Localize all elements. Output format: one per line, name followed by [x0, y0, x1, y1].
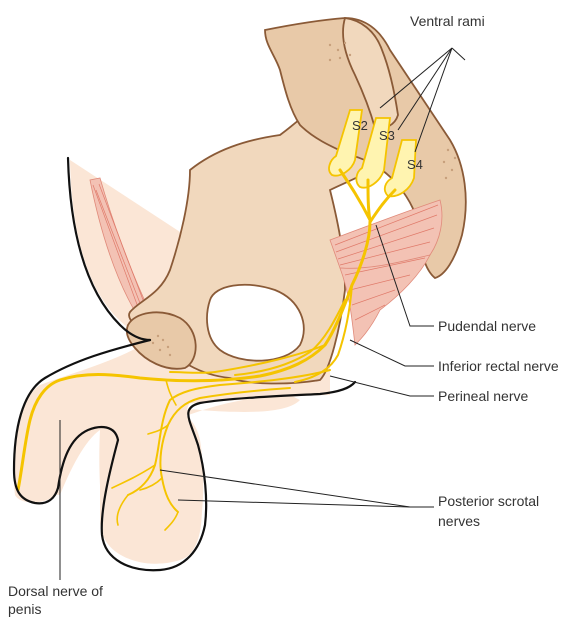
label-dorsal-nerve-2: penis — [8, 601, 41, 617]
label-s3: S3 — [379, 128, 395, 143]
label-pudendal-nerve: Pudendal nerve — [438, 318, 536, 334]
label-dorsal-nerve-1: Dorsal nerve of — [8, 583, 103, 599]
label-inferior-rectal-nerve: Inferior rectal nerve — [438, 358, 559, 374]
label-s4: S4 — [407, 157, 423, 172]
label-ventral-rami: Ventral rami — [410, 13, 485, 29]
label-perineal-nerve: Perineal nerve — [438, 388, 528, 404]
label-posterior-scrotal-1: Posterior scrotal — [438, 493, 539, 509]
label-posterior-scrotal-2: nerves — [438, 513, 480, 529]
label-s2: S2 — [352, 118, 368, 133]
